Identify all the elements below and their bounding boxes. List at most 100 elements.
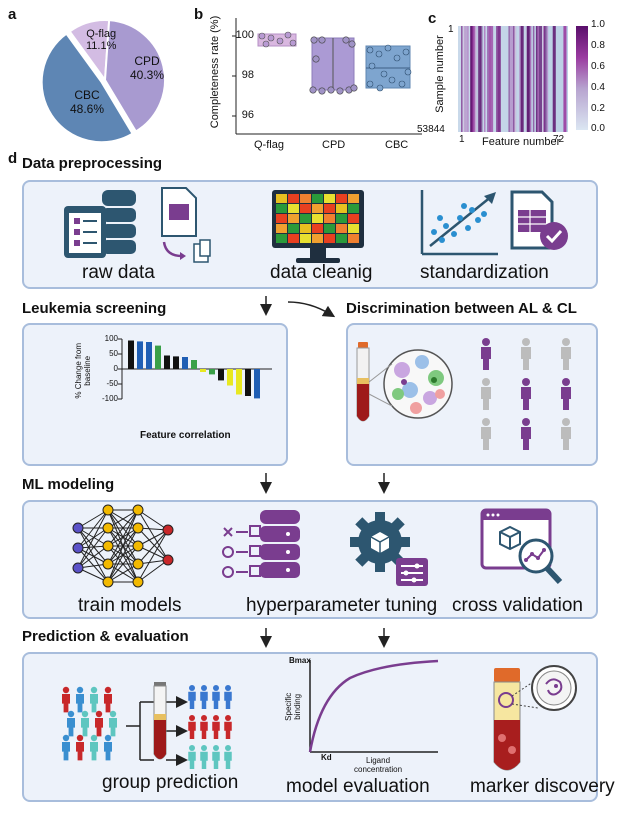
waterfall-bar [236,369,242,395]
cleaning-cell [336,224,347,233]
panel-label-d: d [8,150,18,167]
caption-raw-data: raw data [82,262,155,283]
wf-ytick-50: 50 [109,349,118,358]
cleaning-cell [276,224,287,233]
caption-group-prediction: group prediction [102,772,239,793]
crowd-person-icon [104,686,112,713]
waterfall-bar [227,369,233,386]
heatmap-column [497,26,501,132]
section-data-preprocessing: Data preprocessing [22,155,163,172]
nn-node [132,576,144,588]
box-ytick-98: 98 [241,69,254,81]
heatmap-ytop: 1 [448,24,454,35]
waterfall-bar [164,355,170,369]
crowd-person-icon [109,710,117,737]
group-person-icon [200,715,208,739]
nn-node [162,554,174,566]
feature-heatmap [458,26,568,132]
crowd-person-icon [76,734,84,761]
crowd-person-icon [90,686,98,713]
nn-node [72,542,84,554]
heatmap-column [538,26,543,132]
data-cleaning-monitor-icon [272,190,364,263]
caption-marker-discovery: marker discovery [470,776,615,797]
group-person-icon [224,685,232,709]
raw-data-icon [64,187,211,263]
heatmap-column [520,26,524,132]
caption-model-evaluation: model evaluation [286,776,430,797]
person-icon [481,378,491,410]
waterfall-bar [254,369,260,399]
caption-cross-validation: cross validation [452,595,583,616]
cleaning-cell [312,214,323,223]
nn-node [102,504,114,516]
gear-tooth [375,560,385,572]
group-prediction-icon [62,682,232,769]
nn-node [162,524,174,536]
person-icon [561,418,571,450]
nn-node [132,558,144,570]
crowd-person-icon [62,734,70,761]
cbar-tick-1: 1.0 [591,19,605,30]
crowd-person-icon [104,734,112,761]
waterfall-bar [218,369,224,381]
nn-node [132,540,144,552]
box-xtick-cpd: CPD [322,139,346,151]
cleaning-cell [336,194,347,203]
heatmap-column [532,26,535,132]
caption-standardization: standardization [420,262,549,283]
group-person-icon [188,745,196,769]
heatmap-column [529,26,532,132]
heatmap-colorbar [576,26,588,130]
waterfall-bar [182,357,188,369]
heatmap-column [471,26,475,132]
people-grid-icon [481,338,571,450]
cleaning-cell [348,234,359,243]
heatmap-column [545,26,547,132]
waterfall-bar [137,341,143,369]
crowd-person-icon [62,686,70,713]
crowd-person-icon [76,686,84,713]
cleaning-cell [288,234,299,243]
gear-settings-icon [350,512,428,586]
heatmap-column [474,26,477,132]
standardization-scatter-icon [420,190,498,256]
heatmap-column [508,26,510,132]
cleaning-cell [348,214,359,223]
crowd-person-icon [67,710,75,737]
cleaning-cell [276,204,287,213]
heatmap-column [467,26,469,132]
cleaning-cell [300,234,311,243]
wf-xlabel: Feature correlation [140,430,231,441]
box-ytick-100: 100 [235,29,254,41]
cleaning-cell [324,204,335,213]
binding-curve [308,659,439,753]
cleaning-cell [324,234,335,243]
group-person-icon [188,685,196,709]
heatmap-ybottom: 53844 [417,124,445,135]
cleaning-cell [312,234,323,243]
nn-node [102,558,114,570]
heatmap-xlabel: Feature number [482,136,561,148]
heatmap-column [514,26,517,132]
heatmap-column [477,26,481,132]
heatmap-column [464,26,468,132]
blood-cells-icon [356,342,453,422]
waterfall-bar [155,345,161,369]
cleaning-cell [348,194,359,203]
nn-node [132,504,144,516]
cleaning-cell [300,214,311,223]
cbar-tick-06: 0.6 [591,61,605,72]
nn-node [132,522,144,534]
waterfall-bar [146,342,152,369]
heatmap-column [509,26,513,132]
spreadsheet-check-icon [510,190,568,250]
cleaning-cell [288,214,299,223]
waterfall-bar [200,369,206,372]
cleaning-cell [348,204,359,213]
